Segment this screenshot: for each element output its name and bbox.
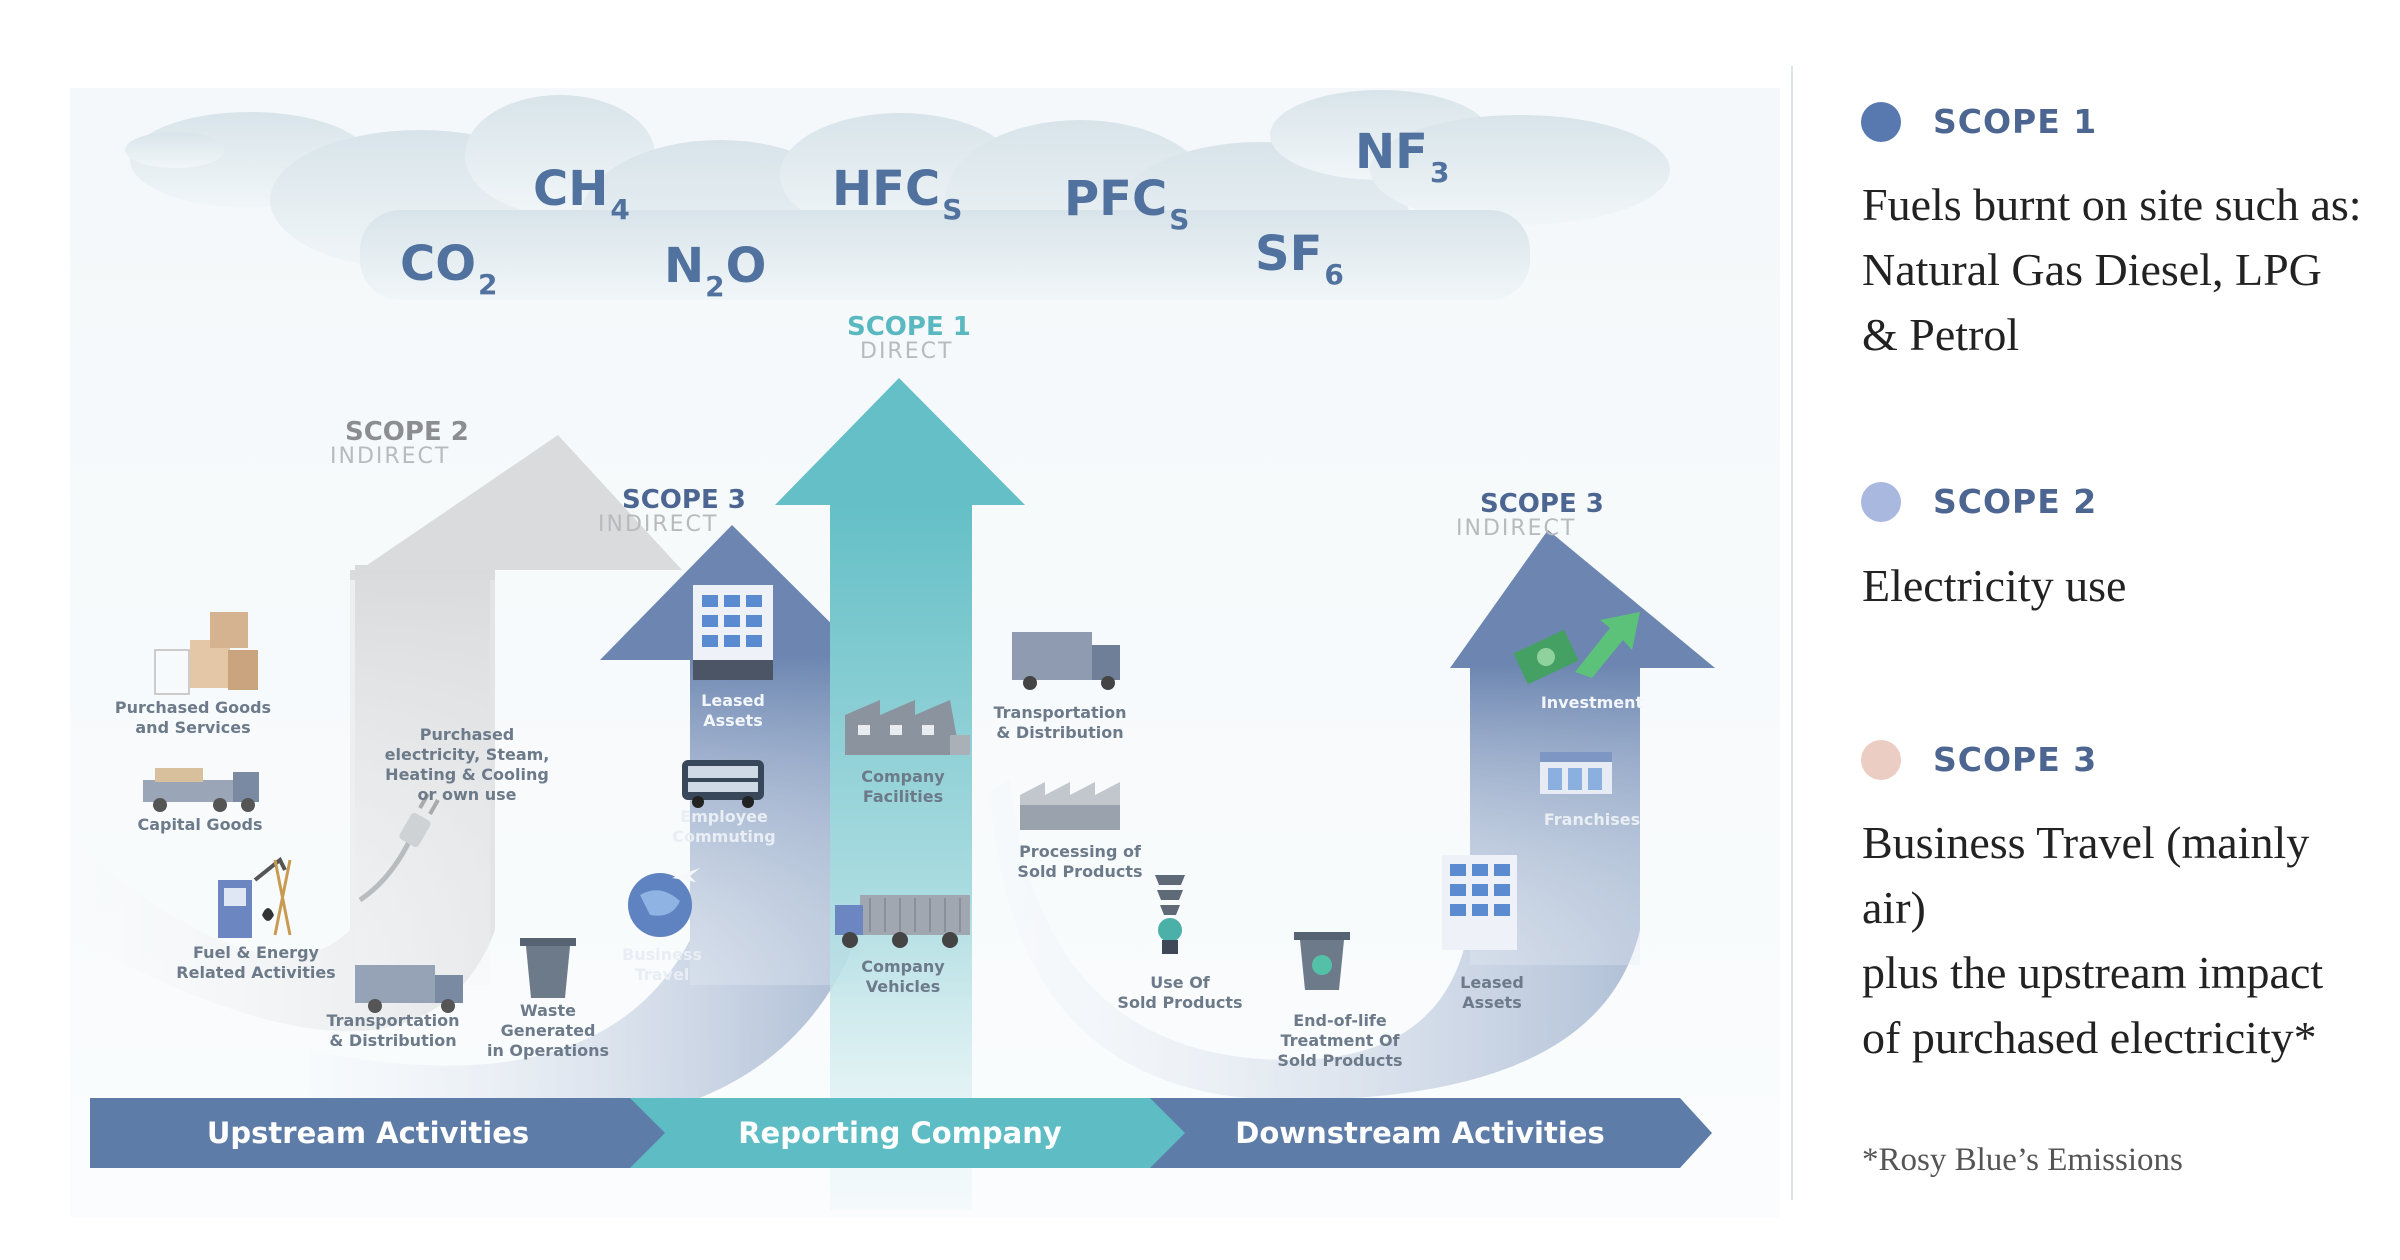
scope3-desc-line: Business Travel (mainly air) [1862, 817, 2310, 933]
label-capital-goods: Capital Goods [137, 815, 262, 834]
scope3-down-subtitle: INDIRECT [1456, 516, 1576, 541]
banner-upstream: Upstream Activities [207, 1116, 529, 1150]
scope3-dot [1861, 740, 1901, 780]
scope2-subtitle: INDIRECT [330, 444, 450, 469]
activity-icons [143, 585, 1640, 1013]
scope1-legend-title: SCOPE 1 [1933, 102, 2098, 141]
label-investment: Investment [1541, 693, 1644, 712]
trash-bin-icon [520, 938, 576, 998]
scope3-up-title: SCOPE 3 [622, 485, 746, 515]
scope2-desc-line: Electricity use [1862, 560, 2127, 611]
money-growth-icon [1513, 612, 1640, 685]
storefront-icon [1540, 752, 1612, 794]
scope3-legend-title: SCOPE 3 [1933, 740, 2098, 779]
boxes-icon [154, 612, 258, 695]
recycle-bin-icon [1294, 932, 1350, 990]
scope2-dot [1861, 482, 1901, 522]
gas-hfcs: HFCS [832, 161, 962, 226]
label-transport-down: Transportation& Distribution [993, 703, 1126, 742]
scope2-legend-title: SCOPE 2 [1933, 482, 2098, 521]
scope1-title: SCOPE 1 [847, 312, 971, 342]
banner-downstream: Downstream Activities [1235, 1116, 1604, 1150]
scope1-desc-line: Fuels burnt on site such as: [1862, 179, 2362, 230]
label-franchises: Franchises [1544, 810, 1640, 829]
delivery-truck-icon [835, 895, 970, 948]
banner-reporting: Reporting Company [738, 1116, 1062, 1150]
scope1-legend-desc: Fuels burnt on site such as: Natural Gas… [1862, 172, 2382, 367]
box-truck-icon [355, 965, 463, 1013]
gas-labels: CO2 CH4 N2O HFCS PFCS SF6 NF3 [400, 124, 1449, 303]
cargo-truck-icon [1012, 632, 1120, 690]
office-building-icon [693, 585, 773, 680]
scope1-desc-line: Natural Gas Diesel, LPG [1862, 244, 2322, 295]
scope1-subtitle: DIRECT [860, 339, 953, 364]
label-transport-up: Transportation& Distribution [326, 1011, 459, 1050]
gas-pfcs: PFCS [1064, 171, 1189, 236]
scope1-dot [1861, 102, 1901, 142]
electric-plug-icon [358, 793, 440, 903]
divider [1791, 66, 1793, 1200]
flatbed-truck-icon [143, 768, 259, 812]
scope3-up-subtitle: INDIRECT [598, 512, 718, 537]
scope1-arrow [775, 378, 1025, 1210]
factory-icon [845, 700, 970, 755]
activities-banner: Upstream Activities Reporting Company Do… [90, 1098, 1712, 1168]
gas-co2: CO2 [400, 236, 498, 301]
scope3-downstream-arrow [990, 530, 1715, 1100]
office-building-icon [1442, 855, 1517, 950]
gas-ch4: CH4 [533, 161, 630, 226]
gas-sf6: SF6 [1255, 226, 1344, 291]
emission-clouds [125, 90, 1670, 300]
ghg-scopes-diagram: CO2 CH4 N2O HFCS PFCS SF6 NF3 SCOPE 2 IN… [70, 88, 1780, 1218]
scope2-legend-desc: Electricity use [1862, 553, 2382, 618]
fuel-pump-icon [218, 856, 292, 938]
scope3-desc-line: plus the upstream impact [1862, 947, 2324, 998]
scope1-desc-line: & Petrol [1862, 309, 2020, 360]
processing-plant-icon [1020, 782, 1120, 830]
globe-airplane-icon [628, 868, 700, 937]
recycle-bulb-icon [1155, 875, 1185, 954]
bus-icon [682, 760, 764, 808]
scope2-arrow [70, 435, 682, 1032]
scope3-down-title: SCOPE 3 [1480, 489, 1604, 519]
scope3-legend-desc: Business Travel (mainly air) plus the up… [1862, 810, 2382, 1070]
gas-n2o: N2O [664, 238, 766, 303]
scope-titles: SCOPE 2 INDIRECT SCOPE 3 INDIRECT SCOPE … [330, 312, 1604, 541]
scope3-desc-line: of purchased electricity* [1862, 1012, 2317, 1063]
footnote: *Rosy Blue’s Emissions [1862, 1142, 2183, 1178]
scope2-title: SCOPE 2 [345, 417, 469, 447]
gas-nf3: NF3 [1355, 124, 1449, 189]
